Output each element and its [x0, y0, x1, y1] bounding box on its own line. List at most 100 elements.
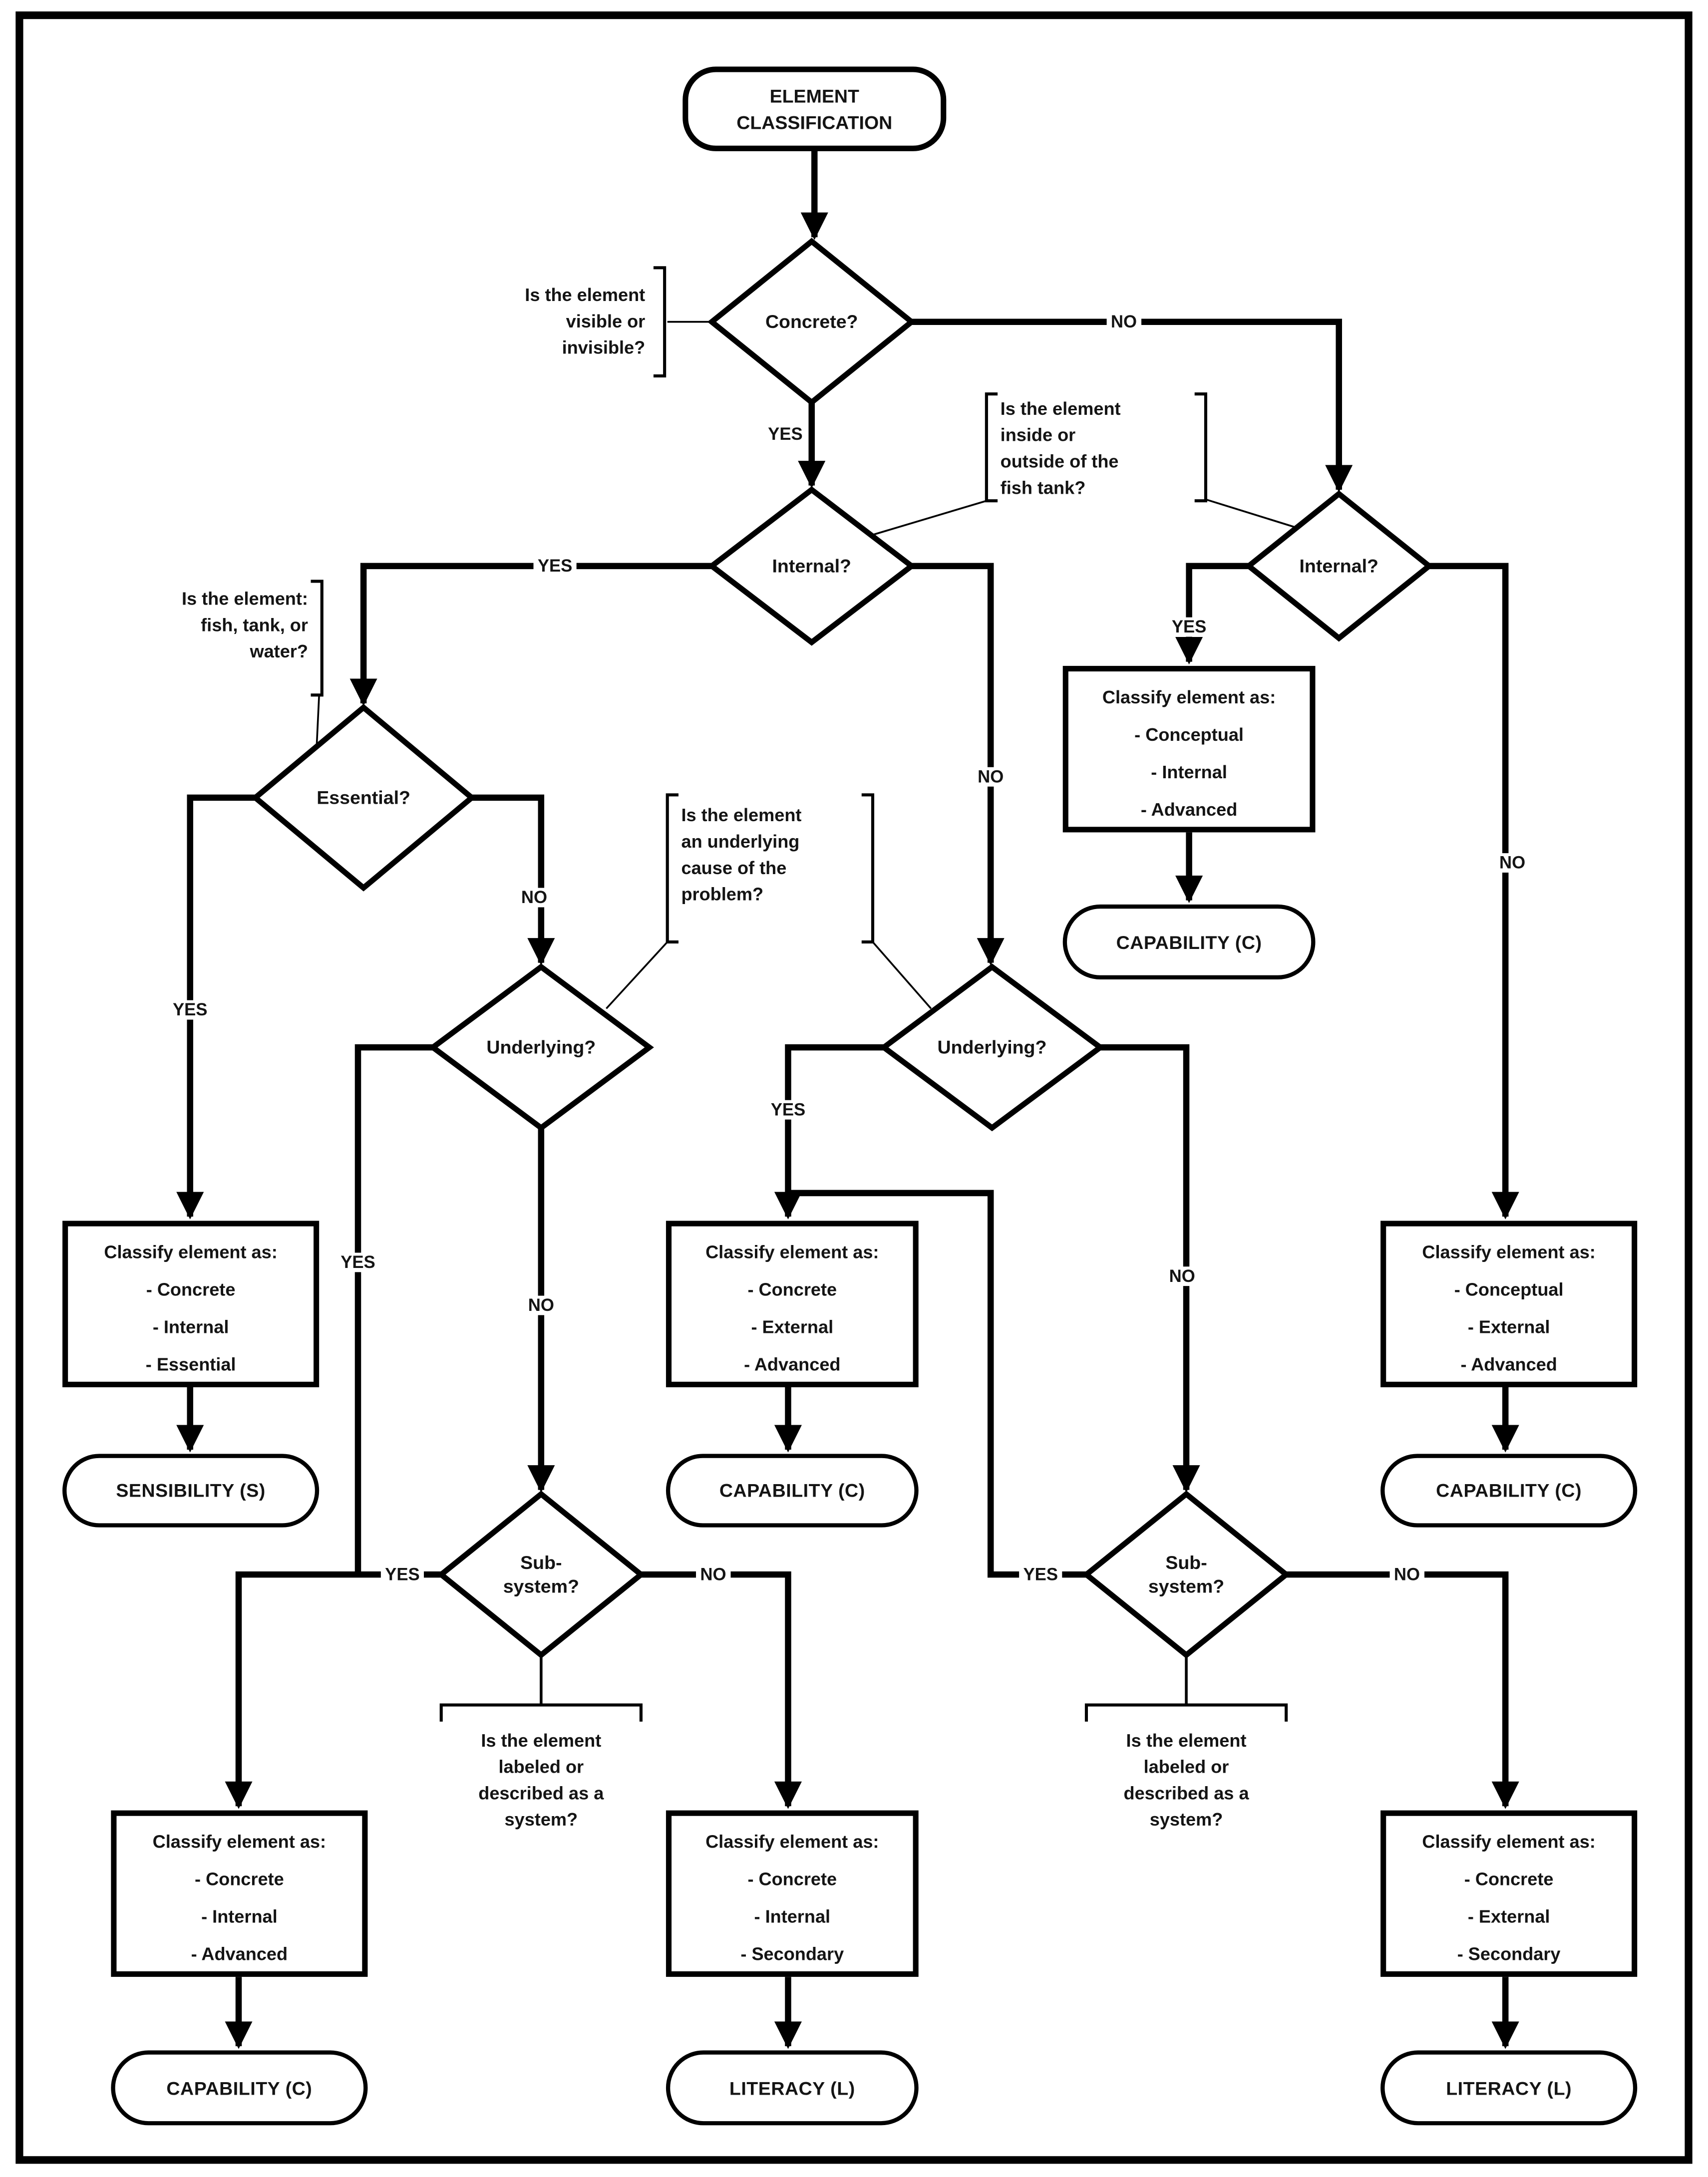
classify-box-concrete-internal-advanced: Classify element as: - Concrete - Intern…: [111, 1810, 368, 1977]
classify-item: - Concrete: [146, 1279, 236, 1300]
classify-item: - Internal: [152, 1316, 229, 1337]
annotation-fish-tank-or-water: Is the element: fish, tank, or water?: [181, 588, 308, 662]
classify-item: - Essential: [145, 1354, 236, 1375]
classify-title: Classify element as:: [104, 1242, 278, 1262]
decision-underlying-right-shape: [879, 963, 1105, 1132]
connector-essential-no: [471, 794, 555, 966]
classify-item: - External: [1467, 1316, 1550, 1337]
label-yes-subsystem-right: YES: [1019, 1564, 1062, 1584]
classify-item: - Concrete: [1464, 1868, 1554, 1889]
annotation-visible-or-invisible: Is the element visible or invisible?: [525, 284, 646, 358]
classify-item: - External: [751, 1316, 834, 1337]
decision-internal-left-label: Internal?: [772, 555, 851, 577]
terminal-capability-conceptual-external: CAPABILITY (C): [1380, 1454, 1638, 1528]
classify-box-conceptual-internal-advanced: Classify element as: - Conceptual - Inte…: [1062, 665, 1316, 833]
classify-item: - Internal: [1151, 761, 1227, 783]
annotation-labeled-as-system-left: Is the element labeled or described as a…: [478, 1730, 604, 1830]
classify-item: - Internal: [754, 1906, 831, 1927]
connector-subsystem-left-no: [641, 1571, 802, 1809]
decision-essential-label: Essential?: [317, 787, 410, 808]
decision-concrete-shape: [707, 238, 916, 406]
classify-box-conceptual-external-advanced: Classify element as: - Conceptual - Exte…: [1380, 1221, 1638, 1387]
decision-underlying-left-shape: [428, 963, 654, 1132]
label-no-concrete: NO: [1106, 312, 1141, 332]
bracket-fishtank-left: [985, 392, 998, 503]
connector-concrete-no: [911, 318, 1353, 493]
classify-item: - Advanced: [1140, 799, 1238, 820]
connector-internal-right-no: [1429, 563, 1519, 1220]
decision-underlying-right-label: Underlying?: [937, 1037, 1047, 1058]
classify-box-concrete-internal-essential: Classify element as: - Concrete - Intern…: [62, 1221, 320, 1387]
label-no-underlying-right: NO: [1165, 1266, 1200, 1286]
bracket-fish-water: [311, 580, 324, 697]
classify-title: Classify element as:: [705, 1242, 879, 1262]
connector-subsystem-right-no: [1286, 1571, 1519, 1809]
classify-item: - Conceptual: [1454, 1279, 1564, 1300]
terminal-capability-concrete-internal: CAPABILITY (C): [111, 2050, 368, 2126]
classify-box-concrete-external-secondary: Classify element as: - Concrete - Extern…: [1380, 1810, 1638, 1977]
decision-underlying-left-label: Underlying?: [486, 1037, 596, 1058]
start-node: ELEMENT CLASSIFICATION: [683, 66, 947, 151]
annotation-underlying-cause: Is the element an underlying cause of th…: [681, 804, 802, 905]
classify-item: - Concrete: [747, 1868, 837, 1889]
decision-subsystem-right-label: Sub- system?: [1148, 1552, 1225, 1597]
connector-internal-left-yes: [349, 563, 712, 706]
decision-subsystem-left-shape: [436, 1490, 646, 1659]
terminal-capability-conceptual-internal: CAPABILITY (C): [1062, 904, 1316, 979]
label-yes-underlying-left: YES: [336, 1252, 380, 1272]
classify-item: - Advanced: [191, 1943, 288, 1965]
pointer-fishtank-right: [1205, 498, 1309, 533]
decision-concrete-label: Concrete?: [765, 311, 858, 332]
label-no-internal-left: NO: [973, 767, 1008, 787]
classify-box-concrete-internal-secondary: Classify element as: - Concrete - Intern…: [666, 1810, 919, 1977]
connector-underlying-left-yes: [354, 1044, 433, 1575]
bracket-underlying-cause-right: [861, 793, 875, 943]
connector-underlying-right-no: [1100, 1044, 1200, 1493]
classify-item: - Advanced: [744, 1354, 841, 1375]
classify-item: - Secondary: [1457, 1943, 1561, 1965]
label-yes-internal-left: YES: [533, 556, 577, 576]
terminal-literacy-external: LITERACY (L): [1380, 2050, 1638, 2126]
pointer-underlying-right: [872, 941, 932, 1009]
connector-underlying-right-yes: [774, 1044, 884, 1220]
page-border: [15, 11, 1693, 2164]
classify-item: - Secondary: [740, 1943, 844, 1965]
classify-item: - Advanced: [1460, 1354, 1557, 1375]
label-yes-subsystem-left: YES: [380, 1564, 424, 1584]
connector-subsystem-left-yes: [225, 1571, 441, 1809]
classify-title: Classify element as:: [705, 1831, 879, 1852]
decision-internal-right-shape: [1244, 490, 1434, 642]
classify-item: - Concrete: [195, 1868, 284, 1889]
classify-item: - External: [1467, 1906, 1550, 1927]
bracket-fishtank-right: [1194, 392, 1208, 503]
label-no-underlying-left: NO: [524, 1295, 559, 1315]
classify-item: - Conceptual: [1134, 724, 1244, 745]
decision-internal-right-label: Internal?: [1299, 555, 1378, 577]
connector-essential-yes: [176, 794, 256, 1220]
bracket-underlying-cause-left: [666, 793, 679, 943]
classify-title: Classify element as:: [152, 1831, 327, 1852]
annotation-inside-or-outside-fish-tank: Is the element inside or outside of the …: [1000, 398, 1121, 498]
bracket-visible-annotation: [653, 266, 667, 378]
label-no-subsystem-right: NO: [1389, 1564, 1424, 1584]
classify-title: Classify element as:: [1422, 1831, 1596, 1852]
label-yes-underlying-right: YES: [766, 1100, 810, 1120]
annotation-labeled-as-system-right: Is the element labeled or described as a…: [1123, 1730, 1249, 1830]
bracket-system-right: [1084, 1703, 1288, 1722]
classify-item: - Concrete: [747, 1279, 837, 1300]
bracket-system-left: [439, 1703, 643, 1722]
connector-internal-left-no: [911, 563, 1005, 966]
classify-title: Classify element as:: [1422, 1242, 1596, 1262]
decision-subsystem-left-label: Sub- system?: [503, 1552, 579, 1597]
decision-essential-shape: [251, 704, 476, 892]
decision-internal-left-shape: [707, 486, 916, 646]
label-no-subsystem-left: NO: [696, 1564, 730, 1584]
pointer-fishtank-left: [865, 500, 987, 538]
classify-box-concrete-external-advanced: Classify element as: - Concrete - Extern…: [666, 1221, 919, 1387]
label-no-essential: NO: [517, 888, 552, 908]
pointer-underlying-left: [606, 941, 669, 1009]
terminal-sensibility: SENSIBILITY (S): [62, 1454, 320, 1528]
decision-subsystem-right-shape: [1082, 1490, 1291, 1659]
